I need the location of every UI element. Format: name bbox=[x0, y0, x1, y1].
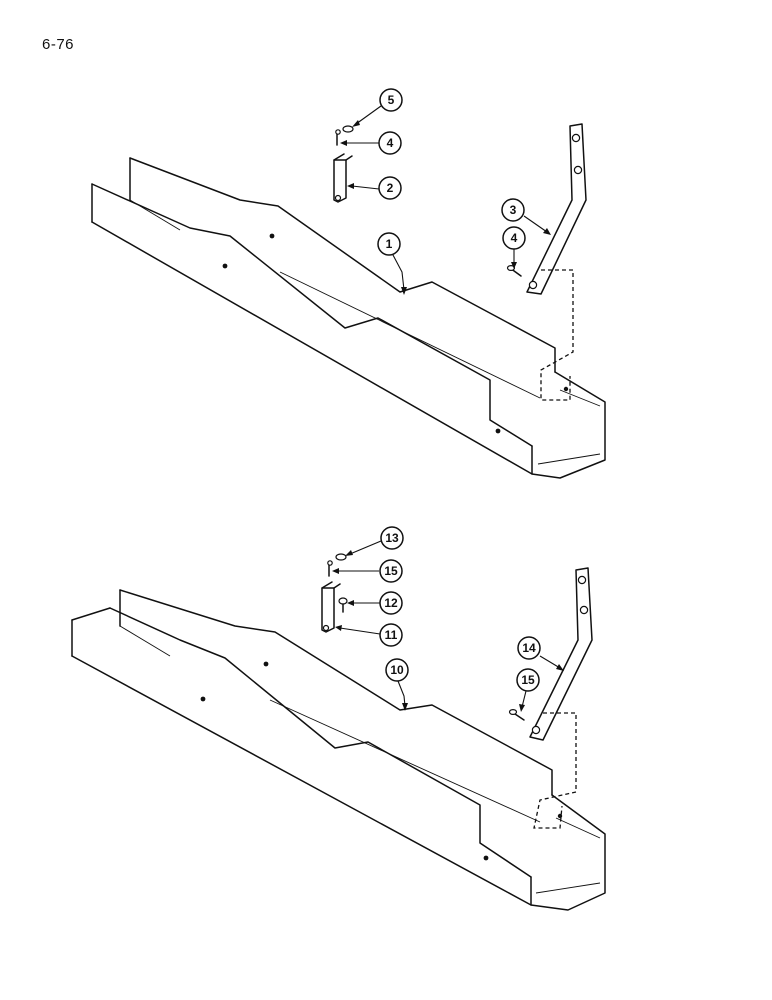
svg-text:15: 15 bbox=[521, 673, 535, 687]
callout-4-bracket: 4 bbox=[502, 226, 526, 250]
pin-bracket-lower bbox=[508, 708, 525, 721]
svg-text:14: 14 bbox=[522, 641, 536, 655]
bolt-lower bbox=[338, 597, 348, 613]
page-number: 6-76 bbox=[42, 36, 75, 53]
callout-3: 3 bbox=[501, 198, 525, 222]
svg-text:11: 11 bbox=[385, 628, 398, 642]
svg-text:10: 10 bbox=[390, 663, 404, 677]
svg-text:15: 15 bbox=[384, 564, 398, 578]
washer-upper bbox=[342, 125, 354, 133]
upper-shield-assembly: 5 4 2 3 4 1 bbox=[91, 88, 606, 479]
svg-text:1: 1 bbox=[386, 237, 393, 251]
mount-clip-lower bbox=[321, 581, 341, 633]
svg-text:3: 3 bbox=[510, 203, 517, 217]
washer-lower bbox=[335, 553, 347, 561]
lower-shield-assembly: 13 15 12 11 14 15 bbox=[71, 526, 606, 911]
callout-2: 2 bbox=[378, 176, 402, 200]
svg-text:4: 4 bbox=[511, 231, 518, 245]
svg-text:12: 12 bbox=[384, 596, 398, 610]
svg-text:5: 5 bbox=[388, 93, 395, 107]
mount-clip-upper bbox=[333, 153, 353, 203]
svg-text:13: 13 bbox=[385, 531, 399, 545]
callout-12: 12 bbox=[379, 591, 403, 615]
callout-1: 1 bbox=[377, 232, 401, 256]
callout-15-bracket: 15 bbox=[516, 668, 540, 692]
callout-11: 11 bbox=[379, 623, 403, 647]
svg-text:2: 2 bbox=[387, 181, 394, 195]
callout-15: 15 bbox=[379, 559, 403, 583]
pin-bracket-upper bbox=[506, 265, 522, 277]
support-bracket-lower bbox=[529, 567, 593, 829]
callout-13: 13 bbox=[380, 526, 404, 550]
support-bracket-upper bbox=[526, 123, 587, 401]
svg-text:4: 4 bbox=[387, 136, 394, 150]
callout-14: 14 bbox=[517, 636, 541, 660]
callout-5: 5 bbox=[379, 88, 403, 112]
callout-4: 4 bbox=[378, 131, 402, 155]
callout-10: 10 bbox=[385, 658, 409, 682]
pin-lower bbox=[327, 560, 333, 577]
shield-channel-lower bbox=[71, 589, 606, 911]
shield-channel-upper bbox=[91, 157, 606, 479]
pin-upper bbox=[335, 129, 341, 146]
